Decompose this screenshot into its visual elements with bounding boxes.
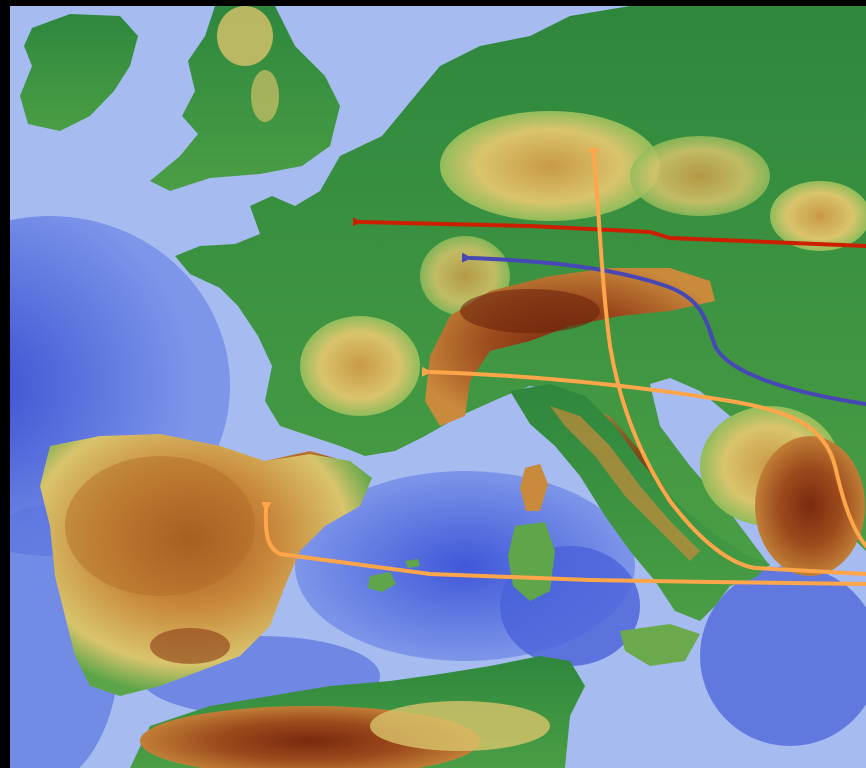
iberian-central-plateau: [65, 456, 255, 596]
saharan-atlas: [370, 701, 550, 751]
menorca-island: [405, 559, 420, 568]
sierra-nevada: [150, 628, 230, 664]
great-britain-landmass: [150, 6, 340, 191]
orange-route-north-line: [588, 147, 866, 576]
alps-high-peaks: [460, 289, 600, 333]
apennine-spine: [550, 406, 700, 561]
massif-central-hills: [300, 316, 420, 416]
purple-route-line: [461, 252, 866, 406]
iberian-peninsula-landmass: [40, 434, 372, 696]
relief-map: [10, 6, 866, 768]
pennines: [251, 70, 279, 122]
corsica-island: [520, 464, 548, 511]
scottish-highlands: [217, 6, 273, 66]
mallorca-island: [368, 572, 396, 592]
sardinia-island: [508, 522, 555, 601]
orange-route-iberia-line: [261, 501, 866, 586]
ireland-landmass: [20, 14, 138, 131]
balkan-mountains: [755, 436, 865, 576]
sicily-island: [620, 624, 700, 666]
bohemian-hills: [630, 136, 770, 216]
red-route-line: [352, 217, 866, 248]
carpathian-hills: [770, 181, 866, 251]
central-german-uplands: [440, 111, 660, 221]
orange-route-west-line: [421, 366, 866, 548]
ionian-deep-water: [700, 566, 866, 746]
